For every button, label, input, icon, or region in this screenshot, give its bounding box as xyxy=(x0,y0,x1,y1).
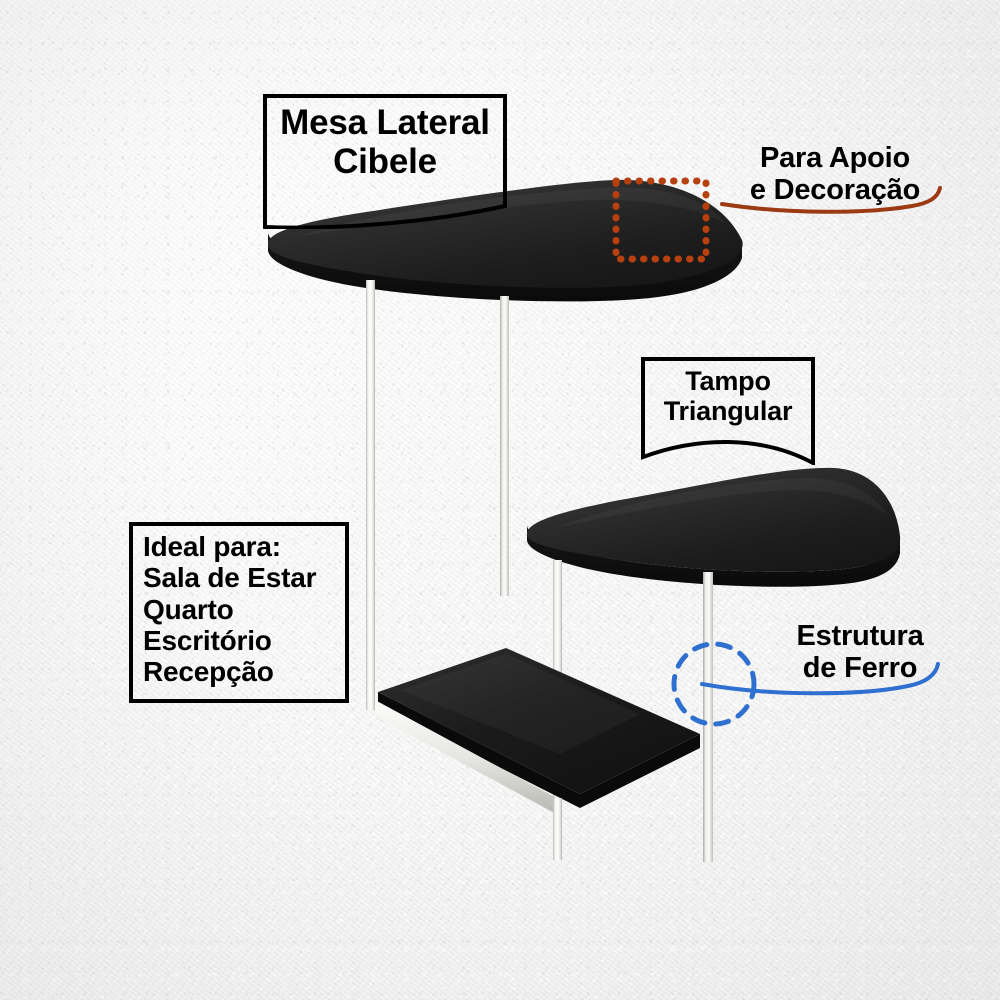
title-callout-frame xyxy=(263,94,507,229)
product-title-line2: Cibele xyxy=(333,142,437,182)
upper-leg-left xyxy=(366,280,375,700)
upper-tabletop xyxy=(268,179,743,302)
apoio-underline-stroke xyxy=(720,186,942,214)
ferro-line2: de Ferro xyxy=(802,652,918,685)
upper-leg-left-lower xyxy=(366,560,375,710)
dashed-circle-highlight xyxy=(671,641,757,727)
callout-tampo-triangular: Tampo Triangular xyxy=(641,357,815,465)
apoio-line2: e Decoração xyxy=(749,174,921,207)
ideal-item-3: Recepção xyxy=(143,656,274,688)
tampo-line1: Tampo xyxy=(685,366,771,396)
lower-tabletop xyxy=(527,467,901,587)
ideal-item-1: Quarto xyxy=(143,593,234,625)
callout-estrutura-ferro: Estrutura de Ferro xyxy=(700,620,940,698)
ideal-item-0: Sala de Estar xyxy=(143,562,317,594)
ideal-callout-frame xyxy=(129,522,349,703)
upper-leg-right xyxy=(500,296,509,596)
callout-ideal-para: Ideal para: Sala de Estar Quarto Escritó… xyxy=(129,522,349,703)
bottom-shelf xyxy=(378,648,700,808)
ideal-heading: Ideal para: xyxy=(143,531,281,562)
apoio-line1: Para Apoio xyxy=(759,142,910,174)
lower-leg-right xyxy=(703,572,713,862)
tampo-callout-frame xyxy=(641,357,815,465)
dotted-square-highlight xyxy=(612,177,710,263)
ideal-item-2: Escritório xyxy=(143,625,272,657)
tampo-line2: Triangular xyxy=(663,396,793,427)
callout-product-title: Mesa Lateral Cibele xyxy=(263,94,507,229)
product-title-line1: Mesa Lateral xyxy=(280,103,490,142)
callout-para-apoio: Para Apoio e Decoração xyxy=(720,142,942,220)
upper-leg-right-lower xyxy=(500,560,509,596)
ferro-line1: Estrutura xyxy=(796,620,924,652)
lower-leg-left-foot xyxy=(553,798,562,842)
bottom-rail-left xyxy=(375,700,560,816)
